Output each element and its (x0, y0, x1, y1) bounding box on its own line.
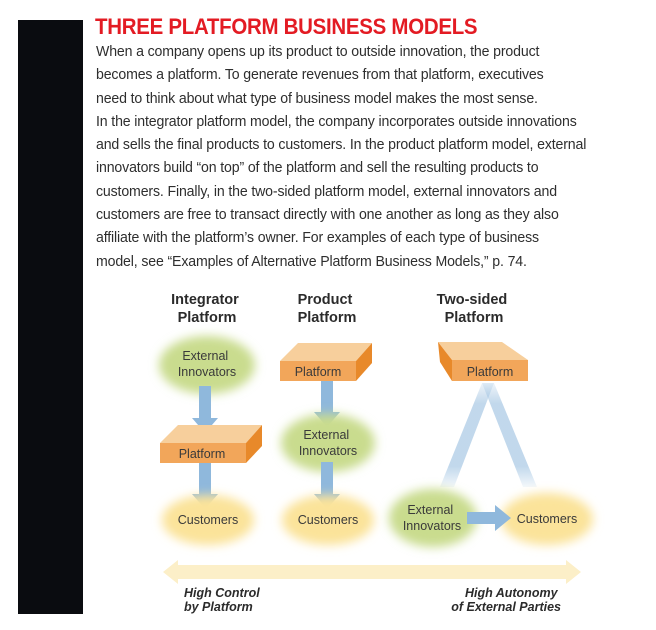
label-line: Innovators (178, 365, 236, 379)
heading-line: Platform (298, 310, 357, 326)
heading-line: Integrator (171, 292, 239, 308)
innovators-blob (159, 336, 255, 394)
label-line: of External Parties (451, 600, 561, 614)
body-line: customers. Finally, in the two-sided pla… (96, 182, 557, 200)
control-autonomy-double-arrow (163, 560, 581, 584)
innovators-blob (281, 414, 375, 472)
label-line: by Platform (184, 600, 253, 614)
down-arrow (192, 386, 218, 433)
platform-label: Platform (295, 365, 342, 379)
body-line: model, see “Examples of Alternative Plat… (96, 252, 527, 270)
customers-blob (162, 495, 254, 545)
body-line: becomes a platform. To generate revenues… (96, 66, 544, 84)
column-heading-product: Product Platform (298, 292, 357, 326)
platform-leg-left (440, 383, 494, 487)
innovators-label: External Innovators (403, 503, 461, 533)
customers-label: Customers (178, 513, 238, 527)
column-heading-integrator: Integrator Platform (171, 292, 243, 326)
customers-label: Customers (298, 513, 358, 527)
body-line: customers are free to transact directly … (96, 206, 559, 224)
body-line: and sells the final products to customer… (96, 136, 587, 154)
label-line: External (182, 349, 228, 363)
right-arrow (467, 505, 511, 531)
platform-block (438, 342, 528, 381)
sidebar-black-bar (18, 20, 83, 614)
heading-line: Platform (178, 310, 237, 326)
article-title: THREE PLATFORM BUSINESS MODELS (95, 14, 478, 39)
platform-block (280, 343, 372, 381)
body-line: innovators build “on top” of the platfor… (96, 159, 539, 177)
high-control-label: High Control by Platform (184, 586, 263, 614)
customers-blob (501, 493, 593, 545)
heading-line: Two-sided (437, 292, 508, 308)
high-autonomy-label: High Autonomy of External Parties (451, 586, 561, 614)
customers-blob (282, 495, 374, 545)
customers-label: Customers (517, 512, 577, 526)
label-line: High Control (184, 586, 260, 600)
label-line: High Autonomy (465, 586, 559, 600)
column-heading-two-sided: Two-sided Platform (437, 292, 512, 326)
label-line: Innovators (299, 444, 357, 458)
innovators-blob (389, 489, 477, 547)
label-line: External (407, 503, 453, 517)
platform-block (160, 425, 262, 463)
platform-label: Platform (467, 365, 514, 379)
body-line: In the integrator platform model, the co… (96, 112, 577, 130)
body-line: need to think about what type of busines… (96, 89, 538, 107)
innovators-label: External Innovators (178, 349, 236, 379)
label-line: External (303, 428, 349, 442)
heading-line: Platform (445, 310, 504, 326)
heading-line: Product (298, 292, 353, 308)
platform-leg-right (482, 383, 537, 487)
innovators-label: External Innovators (299, 428, 357, 458)
body-line: affiliate with the platform’s owner. For… (96, 229, 539, 247)
article-body: When a company opens up its product to o… (96, 40, 656, 273)
platform-label: Platform (179, 447, 226, 461)
body-line: When a company opens up its product to o… (96, 43, 540, 60)
label-line: Innovators (403, 519, 461, 533)
